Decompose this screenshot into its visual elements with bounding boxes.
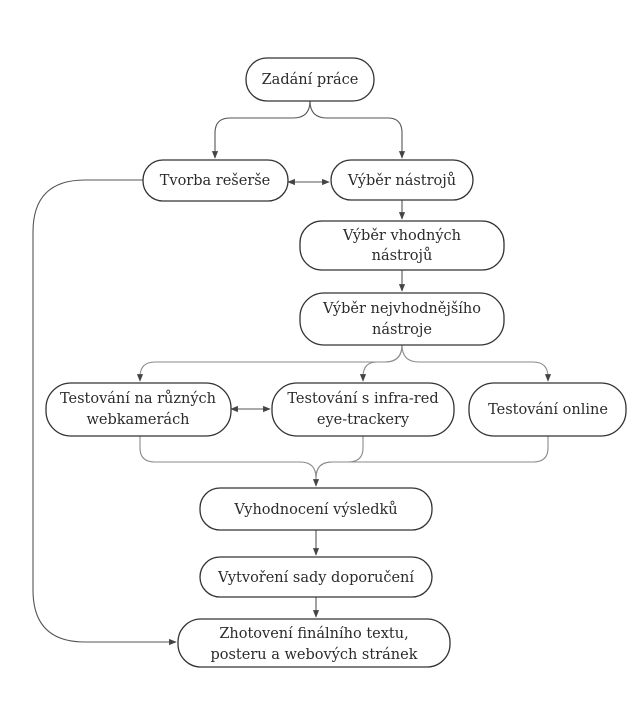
node-test-webcams-line2: webkamerách — [86, 412, 189, 428]
node-test-online-label: Testování online — [488, 402, 608, 418]
node-suitable-tools: Výběr vhodných nástrojů — [299, 220, 505, 271]
edge-best-to-infrared — [359, 344, 403, 382]
edges — [32, 100, 552, 646]
node-test-online: Testování online — [468, 382, 627, 437]
node-best-tool-line1: Výběr nejvhodnějšího — [322, 300, 481, 317]
node-tool-selection: Výběr nástrojů — [330, 159, 474, 201]
node-assignment-label: Zadání práce — [262, 72, 359, 88]
node-final-outputs-line1: Zhotovení finálního textu, — [219, 626, 408, 642]
edge-infrared-to-evaluation — [315, 436, 364, 479]
edge-research-to-final — [32, 179, 177, 646]
node-test-webcams: Testování na různých webkamerách — [45, 382, 232, 437]
edge-assignment-to-research — [211, 100, 311, 159]
node-final-outputs-line2: posteru a webových stránek — [210, 646, 417, 663]
node-best-tool-line2: nástroje — [372, 322, 432, 338]
edge-best-to-online — [401, 344, 552, 382]
node-assignment: Zadání práce — [245, 57, 375, 102]
node-evaluation-label: Vyhodnocení výsledků — [233, 501, 397, 518]
node-final-outputs: Zhotovení finálního textu, posteru a web… — [177, 618, 451, 668]
node-research-label: Tvorba rešerše — [160, 172, 271, 189]
node-test-infrared: Testování s infra-red eye-trackery — [271, 382, 455, 437]
node-test-infrared-line2: eye-trackery — [317, 412, 410, 428]
node-suitable-tools-line2: nástrojů — [372, 247, 433, 264]
node-recommendations-label: Vytvoření sady doporučení — [217, 570, 414, 586]
node-best-tool: Výběr nejvhodnějšího nástroje — [299, 292, 505, 346]
edge-webcams-to-evaluation — [139, 436, 320, 487]
node-test-infrared-line1: Testování s infra-red — [287, 391, 438, 407]
node-suitable-tools-line1: Výběr vhodných — [342, 227, 461, 244]
node-research: Tvorba rešerše — [142, 159, 289, 202]
edge-online-to-evaluation — [315, 436, 549, 479]
node-tool-selection-label: Výběr nástrojů — [347, 172, 456, 189]
node-test-webcams-line1: Testování na různých — [60, 390, 216, 407]
node-recommendations: Vytvoření sady doporučení — [199, 556, 433, 598]
edge-assignment-to-tool-selection — [309, 100, 406, 159]
node-evaluation: Vyhodnocení výsledků — [199, 487, 433, 531]
